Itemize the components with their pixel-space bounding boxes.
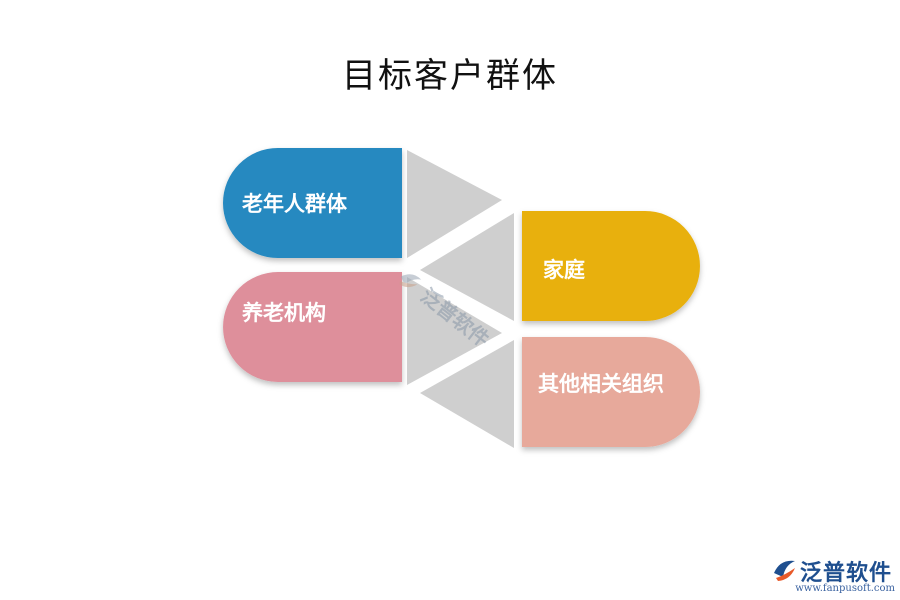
segment-label-other: 其他相关组织 [538,372,664,396]
segment-shape-elderly [223,148,402,258]
brand-logo: 泛普软件 www.fanpusoft.com [770,553,895,597]
diagram-title: 目标客户群体 [342,56,558,96]
connector-arrow-1 [407,150,502,258]
segment-label-elderly: 老年人群体 [242,192,347,216]
segment-label-family: 家庭 [543,258,585,282]
brand-name: 泛普软件 [800,561,893,586]
segment-shape-other [522,337,700,447]
watermark: 泛普软件 [381,248,513,369]
brand-url: www.fanpusoft.com [795,583,895,594]
watermark-logo-icon [399,274,422,288]
segment-shape-family [522,211,700,321]
connector-arrow-4 [420,340,514,448]
segment-label-nursing: 养老机构 [242,301,326,325]
segment-shape-nursing [223,272,402,382]
connector-arrow-3 [407,277,502,385]
connector-arrow-2 [420,213,514,321]
brand-logo-icon [774,560,795,581]
